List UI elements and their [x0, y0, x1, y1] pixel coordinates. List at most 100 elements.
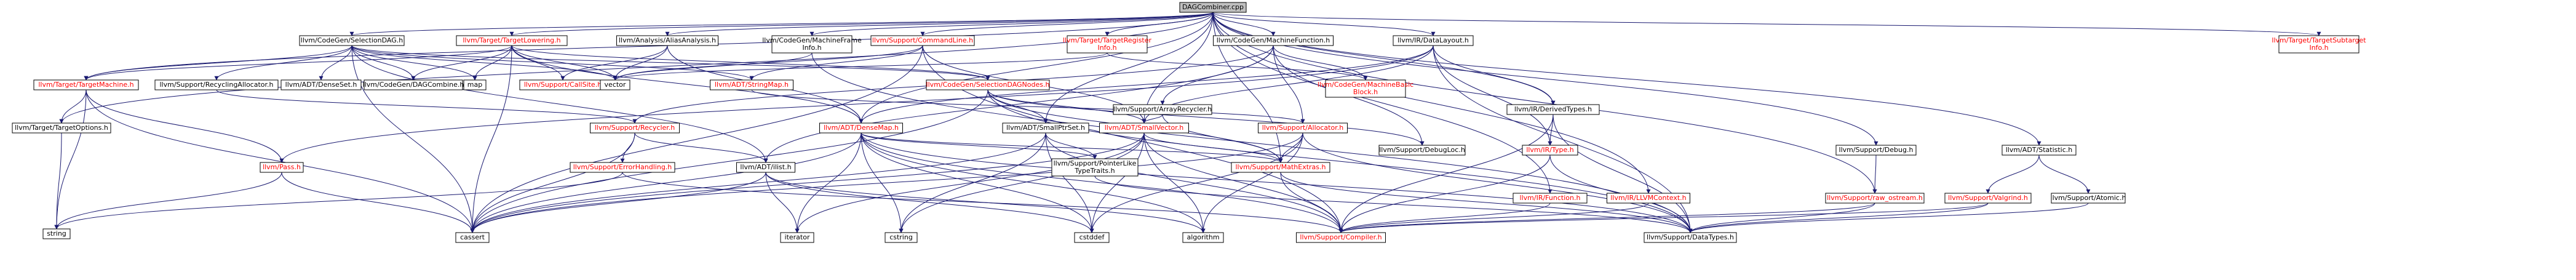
node-densesetadt: llvm/ADT/DenseSet.h: [280, 79, 362, 90]
edge-root-to-rawostream: [1212, 12, 1877, 194]
edge-allocator-to-cstddef: [1089, 132, 1303, 233]
node-valgrind[interactable]: llvm/Support/Valgrind.h: [1944, 193, 2032, 204]
node-cassert: cassert: [455, 232, 490, 243]
edge-selectiondag-to-recyclingallocator: [214, 45, 352, 81]
node-smallvector[interactable]: llvm/ADT/SmallVector.h: [1099, 122, 1189, 134]
edge-targetlowering-to-targetmachine: [84, 45, 512, 81]
node-targetmachine[interactable]: llvm/Target/TargetMachine.h: [33, 79, 139, 90]
edge-debug-to-rawostream: [1872, 154, 1877, 194]
edge-root-to-targetsubtarget: [1212, 12, 2321, 36]
edge-arrayrecycler-to-smallvector: [1142, 114, 1163, 124]
edge-derivedtypes-to-compiler: [1338, 114, 1554, 233]
edge-targetregister-to-vector: [613, 52, 1108, 81]
node-mathextras[interactable]: llvm/Support/MathExtras.h: [1231, 162, 1330, 173]
node-label-rawostream: llvm/Support/raw_ostream.h: [1827, 194, 1923, 202]
edge-root-to-densemap: [859, 12, 1214, 124]
node-box-selectiondag: [299, 35, 405, 46]
node-box-debugloc: [1378, 145, 1466, 156]
node-box-targetregister: [1067, 35, 1148, 54]
node-box-derivedtypes: [1506, 104, 1600, 115]
node-label-string: string: [47, 230, 66, 238]
node-callsite[interactable]: llvm/Support/CallSite.h: [519, 79, 606, 90]
node-label-algorithm: algorithm: [1187, 233, 1219, 241]
node-cstddef: cstddef: [1074, 232, 1110, 243]
node-compiler[interactable]: llvm/Support/Compiler.h: [1296, 232, 1386, 243]
edge-targetlowering-to-dagcombine: [411, 45, 512, 81]
edge-machinefunction-to-machinebasicblock: [1273, 45, 1368, 81]
edge-root-to-targetmachine: [84, 12, 1214, 81]
node-label-datalayout: llvm/IR/DataLayout.h: [1397, 36, 1469, 44]
node-function[interactable]: llvm/IR/Function.h: [1513, 193, 1588, 204]
node-label-cassert: cassert: [460, 233, 485, 241]
node-box-recycler: [590, 122, 680, 134]
edge-targetmachine-to-pass: [85, 89, 284, 163]
edge-root-to-targetoptions: [59, 12, 1214, 124]
node-label-map: map: [467, 81, 482, 89]
node-iterator: iterator: [780, 232, 814, 243]
node-atomic: llvm/Support/Atomic.h: [2051, 193, 2126, 204]
edge-machineframe-to-vector: [613, 52, 813, 81]
node-targetlowering[interactable]: llvm/Target/TargetLowering.h: [456, 35, 568, 46]
edge-valgrind-to-compiler: [1338, 202, 1989, 233]
node-label-recyclingallocator: llvm/Support/RecyclingAllocator.h: [159, 81, 273, 89]
node-box-recyclingallocator: [154, 79, 279, 90]
edge-machinefunction-to-ilist: [763, 45, 1274, 163]
edge-targetlowering-to-vector: [511, 45, 618, 81]
edge-selectiondag-to-ilist: [351, 45, 768, 163]
edge-datalayout-to-type: [1433, 45, 1552, 146]
edge-targetregister-to-machinebasicblock: [1107, 52, 1368, 81]
edge-densemap-to-mathextras: [861, 132, 1283, 163]
edge-densemap-to-cstddef: [861, 132, 1094, 233]
edge-recyclingallocator-to-recycler: [216, 89, 637, 124]
node-box-string: [42, 228, 71, 239]
node-selectiondag: llvm/CodeGen/SelectionDAG.h: [299, 35, 405, 46]
edge-aliasanalysis-to-vector: [613, 45, 668, 81]
node-machinefunction: llvm/CodeGen/MachineFunction.h: [1213, 35, 1334, 46]
edge-smallvector-to-cstring: [899, 132, 1145, 233]
node-pass[interactable]: llvm/Pass.h: [260, 162, 304, 173]
node-recycler[interactable]: llvm/Support/Recycler.h: [590, 122, 680, 134]
node-stringmap[interactable]: llvm/ADT/StringMap.h: [710, 79, 793, 90]
node-allocator[interactable]: llvm/Support/Allocator.h: [1258, 122, 1348, 134]
node-rawostream[interactable]: llvm/Support/raw_ostream.h: [1825, 193, 1925, 204]
edge-ilist-to-cstddef: [765, 172, 1094, 233]
edge-smallptrset-to-cassert: [470, 132, 1046, 233]
node-label-callsite: llvm/Support/CallSite.h: [524, 81, 602, 89]
edge-atomic-to-datatypes: [1688, 202, 2089, 233]
node-box-densesetadt: [280, 79, 362, 90]
node-label-function: llvm/IR/Function.h: [1520, 194, 1581, 202]
node-label-targetlowering: llvm/Target/TargetLowering.h: [463, 36, 560, 44]
node-label-selectiondagnodes: llvm/CodeGen/SelectionDAGNodes.h: [926, 81, 1050, 89]
node-box-machinebasicblock: [1325, 79, 1406, 98]
node-densemap[interactable]: llvm/ADT/DenseMap.h: [819, 122, 903, 134]
edge-smallvector-to-mathextras: [1143, 132, 1283, 163]
edge-valgrind-to-datatypes: [1688, 202, 1989, 233]
node-label-valgrind: llvm/Support/Valgrind.h: [1948, 194, 2028, 202]
edge-statistic-to-valgrind: [1986, 154, 2040, 194]
node-llvmcontext[interactable]: llvm/IR/LLVMContext.h: [1607, 193, 1690, 204]
node-errorhandling[interactable]: llvm/Support/ErrorHandling.h: [570, 162, 675, 173]
edge-aliasanalysis-to-callsite: [560, 45, 668, 81]
node-label-atomic: llvm/Support/Atomic.h: [2051, 194, 2126, 202]
node-box-vector: [600, 79, 630, 90]
node-box-llvmcontext: [1607, 193, 1690, 204]
edge-root-to-derivedtypes: [1212, 12, 1556, 105]
node-type[interactable]: llvm/IR/Type.h: [1522, 145, 1578, 156]
node-box-datalayout: [1393, 35, 1474, 46]
node-box-rawostream: [1825, 193, 1925, 204]
node-box-smallptrset: [1002, 122, 1089, 134]
edge-targetmachine-to-targetoptions: [59, 89, 87, 124]
edge-pointerliketypetraits-to-datatypes: [1094, 175, 1693, 233]
edge-selectiondag-to-dagcombine: [351, 45, 416, 81]
node-commandline[interactable]: llvm/Support/CommandLine.h: [870, 35, 975, 46]
edge-smallptrset-to-pointerliketypetraits: [1045, 132, 1097, 159]
node-selectiondagnodes[interactable]: llvm/CodeGen/SelectionDAGNodes.h: [926, 79, 1050, 90]
node-box-machinefunction: [1213, 35, 1334, 46]
